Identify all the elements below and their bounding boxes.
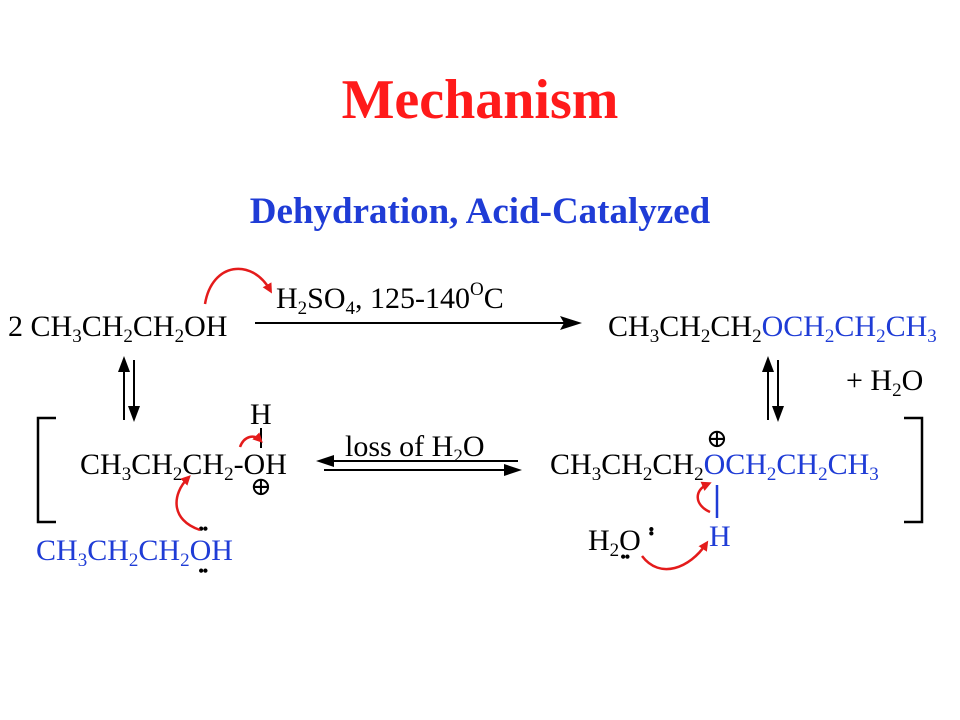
loss-of-water-label: loss of H2O — [345, 430, 485, 467]
left-bracket — [36, 416, 56, 524]
right-bracket — [904, 416, 924, 524]
oxonium-charge: ⊕ — [250, 472, 272, 501]
water-lone-pair-side: •• — [641, 526, 661, 535]
curved-arrow-bond-cleavage — [696, 481, 712, 514]
curved-arrow-deprotonation — [641, 540, 709, 571]
ether-charge: ⊕ — [706, 424, 728, 453]
curved-arrow-to-oxygen — [238, 432, 263, 448]
curved-arrow-protonation — [203, 267, 272, 305]
water-lone-pair-bottom: •• — [620, 547, 631, 567]
forward-reaction-arrow — [255, 316, 582, 330]
water-base: H2O — [588, 524, 641, 561]
protonated-ether: CH3CH2CH2OCH2CH2CH3 — [550, 448, 879, 485]
protonated-alcohol: CH3CH2CH2-OH — [80, 448, 287, 485]
middle-equilibrium-arrows — [316, 455, 522, 476]
nucleophile-lone-pair-bottom: •• — [198, 561, 209, 581]
protonated-alcohol-h: H — [250, 398, 272, 431]
nucleophile-alcohol: CH3CH2CH2OH — [36, 534, 233, 571]
reagent-conditions: H2SO4, 125-140OC — [276, 279, 504, 319]
page-subtitle: Dehydration, Acid-Catalyzed — [249, 191, 711, 232]
water-byproduct: + H2O — [846, 364, 924, 401]
transferable-proton: H — [709, 520, 731, 553]
ether-product: CH3CH2CH2OCH2CH2CH3 — [608, 310, 937, 347]
curved-arrow-nucleophilic-attack — [175, 475, 201, 532]
right-equilibrium-arrows — [762, 356, 784, 422]
nucleophile-lone-pair-top: •• — [198, 519, 209, 539]
page-title: Mechanism — [341, 69, 619, 131]
left-equilibrium-arrows — [118, 356, 140, 422]
reactant-formula: 2 CH3CH2CH2OH — [8, 310, 228, 347]
